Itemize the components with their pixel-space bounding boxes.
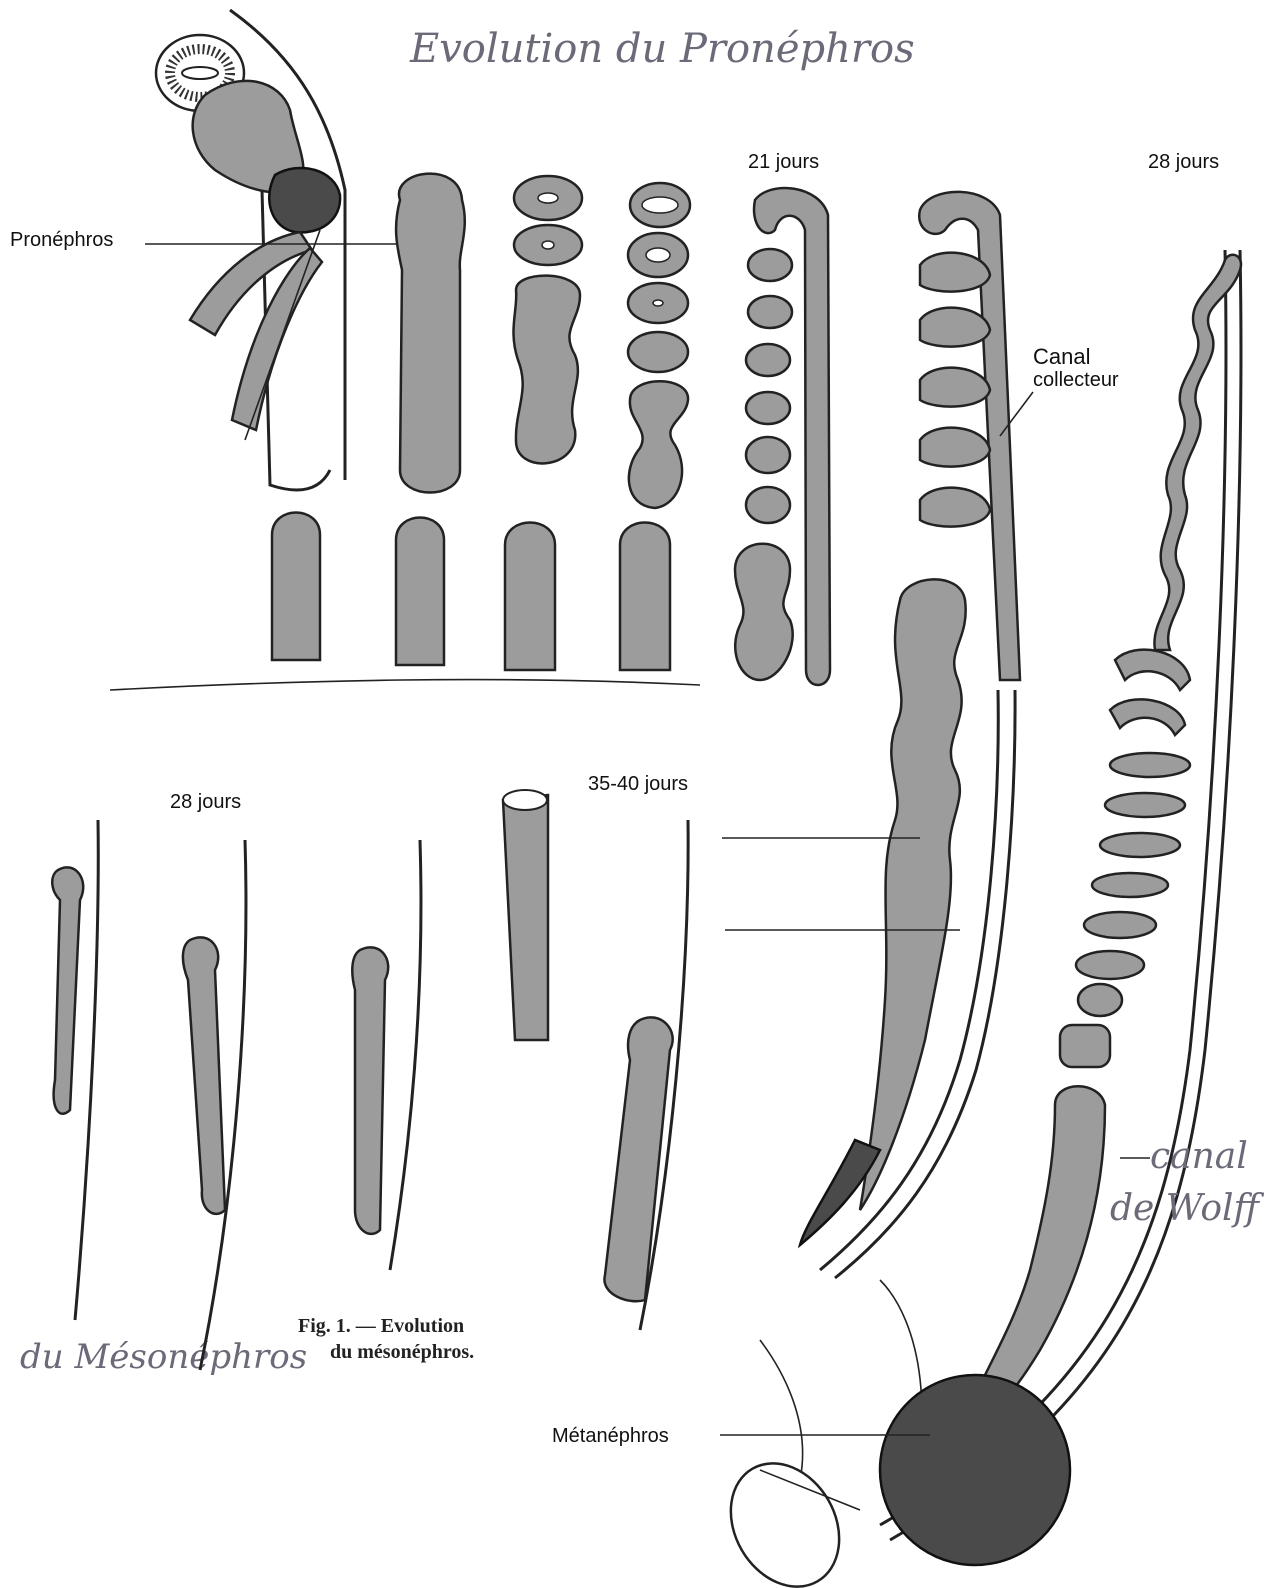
canal-collecteur-label-line1: Canal (1033, 344, 1090, 369)
stage-column-1 (396, 174, 465, 493)
stage-column-2 (513, 176, 582, 463)
stage-21-label: 21 jours (748, 151, 819, 173)
figure-caption-line2: du mésonéphros. (330, 1341, 474, 1363)
stage-column-28-days-top: 28 jours (1148, 151, 1219, 173)
stage-column-3 (628, 183, 690, 508)
stage-28-mid-label: 28 jours (170, 791, 241, 813)
title-mesonephros-handwritten: du Mésonéphros (20, 1337, 307, 1377)
pronephros-label-group: Pronéphros (10, 229, 435, 251)
canal-de-wolff-annotation: canal de Wolff (1110, 1136, 1265, 1229)
lower-blocks-row (110, 513, 793, 691)
title-pronephros-handwritten: Evolution du Pronéphros (409, 26, 915, 72)
canal-de-wolff-line1: canal (1150, 1136, 1248, 1177)
pronephros-label: Pronéphros (10, 229, 113, 251)
canal-de-wolff-line2: de Wolff (1110, 1188, 1265, 1229)
metanephros-label: Métanéphros (552, 1425, 669, 1447)
canal-collecteur-label-group: Canal collecteur (1000, 344, 1119, 436)
mesonephros-large-left (722, 579, 1015, 1278)
stage-35-40-label: 35-40 jours (588, 773, 688, 795)
stage-28-top-label: 28 jours (1148, 151, 1219, 173)
mesonephros-small-series: 28 jours 35-40 jours Fig. 1. — Evolution… (52, 773, 688, 1370)
figure-caption-line1: Fig. 1. — Evolution (298, 1315, 464, 1337)
canal-collecteur-label-line2: collecteur (1033, 369, 1119, 391)
